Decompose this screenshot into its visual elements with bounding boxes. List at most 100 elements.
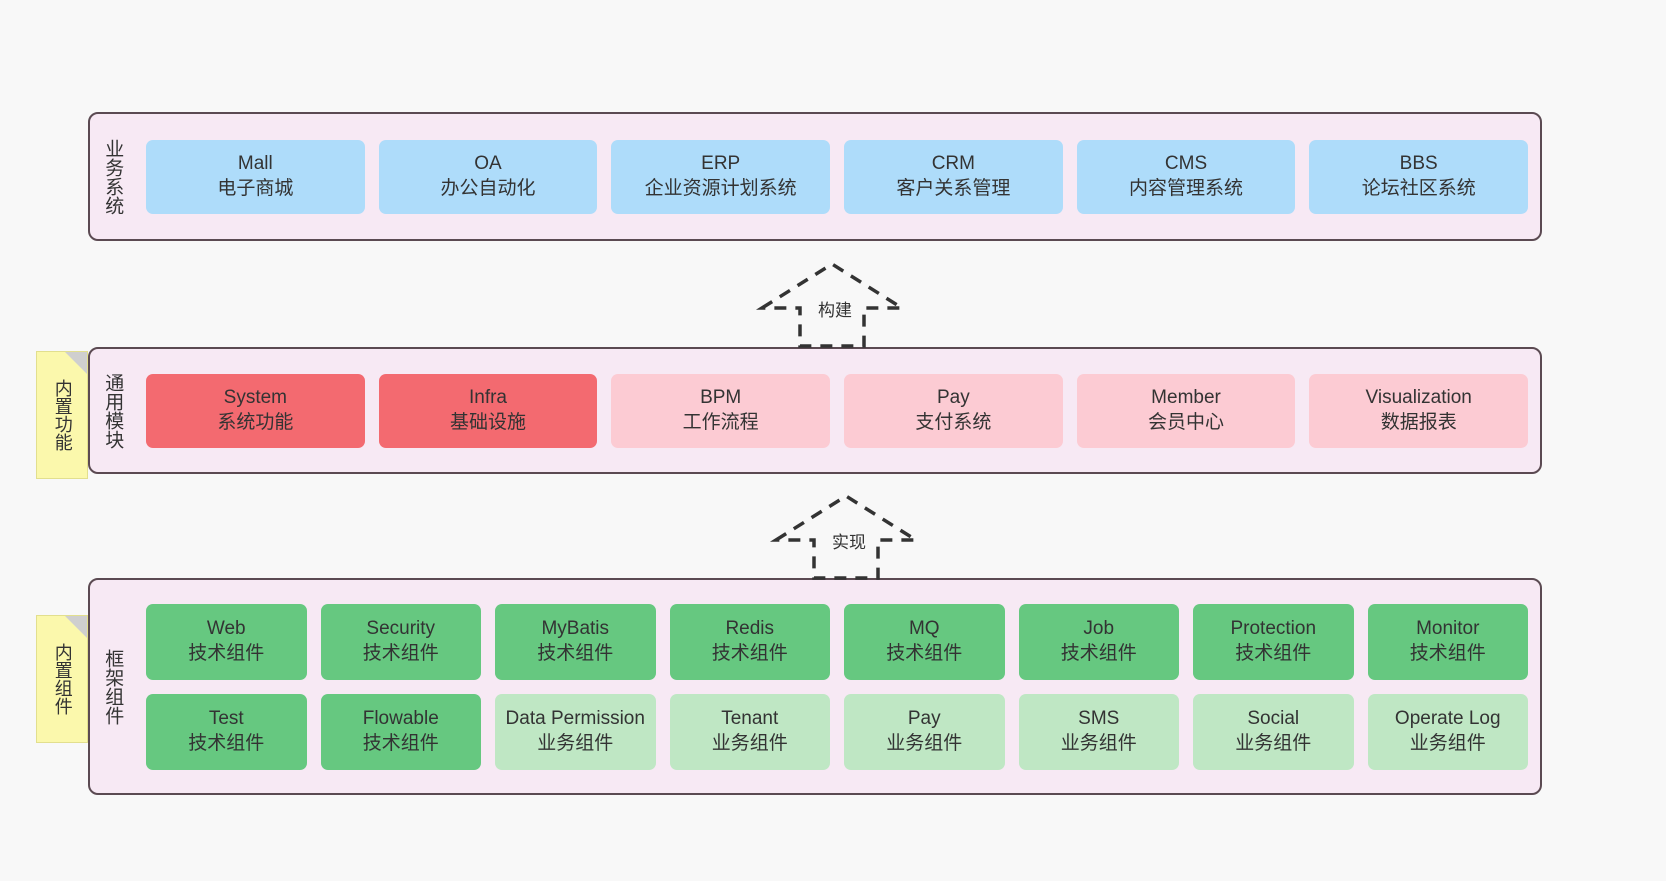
card-erp-cn: 企业资源计划系统 (644, 177, 797, 199)
card-flowable-cn: 技术组件 (362, 732, 439, 754)
card-security[interactable]: Security 技术组件 (320, 603, 481, 680)
card-mq-en: MQ (908, 618, 940, 640)
card-security-cn: 技术组件 (362, 642, 439, 664)
card-pay-module-cn: 支付系统 (915, 411, 992, 433)
card-monitor-cn: 技术组件 (1409, 642, 1486, 664)
layer-body-framework-component: Web 技术组件 Security 技术组件 MyBatis 技术组件 Redi… (134, 580, 1540, 793)
card-cms[interactable]: CMS 内容管理系统 (1076, 139, 1296, 214)
layer-title-business-system: 业务系统 (102, 138, 124, 215)
card-row-module-1: System 系统功能 Infra 基础设施 BPM 工作流程 Pay 支付系统… (146, 373, 1529, 448)
card-member-cn: 会员中心 (1148, 411, 1225, 433)
card-protection-cn: 技术组件 (1235, 642, 1312, 664)
card-tenant[interactable]: Tenant 业务组件 (669, 693, 830, 770)
card-social-cn: 业务组件 (1235, 732, 1312, 754)
card-mq-cn: 技术组件 (886, 642, 963, 664)
card-pay-module-en: Pay (936, 387, 970, 409)
arrow-implement: 实现 (766, 490, 926, 582)
card-job-cn: 技术组件 (1060, 642, 1137, 664)
card-bbs-en: BBS (1399, 153, 1438, 175)
note-builtin-functions-label: 内置功能 (52, 379, 73, 451)
arrow-build-label: 构建 (818, 301, 852, 320)
card-erp[interactable]: ERP 企业资源计划系统 (611, 139, 831, 214)
card-test[interactable]: Test 技术组件 (146, 693, 307, 770)
card-infra-cn: 基础设施 (450, 411, 527, 433)
layer-body-business-system: Mall 电子商城 OA 办公自动化 ERP 企业资源计划系统 CRM 客户关系… (134, 114, 1540, 239)
card-protection-en: Protection (1230, 618, 1317, 640)
card-pay-component-cn: 业务组件 (886, 732, 963, 754)
card-crm-en: CRM (931, 153, 975, 175)
arrow-implement-glyph (769, 493, 923, 580)
layer-framework-component: 框架组件 Web 技术组件 Security 技术组件 MyBatis 技术组件… (88, 578, 1542, 795)
card-social-en: Social (1247, 708, 1300, 730)
card-visualization-en: Visualization (1365, 387, 1472, 409)
layer-common-module: 通用模块 System 系统功能 Infra 基础设施 BPM 工作流程 Pay… (88, 347, 1542, 474)
card-redis-cn: 技术组件 (711, 642, 788, 664)
card-mq[interactable]: MQ 技术组件 (844, 603, 1005, 680)
card-pay-module[interactable]: Pay 支付系统 (844, 373, 1063, 448)
layer-title-framework-component: 框架组件 (102, 648, 124, 725)
card-monitor-en: Monitor (1416, 618, 1480, 640)
card-crm-cn: 客户关系管理 (896, 177, 1011, 199)
card-security-en: Security (366, 618, 436, 640)
card-sms-cn: 业务组件 (1060, 732, 1137, 754)
card-mybatis[interactable]: MyBatis 技术组件 (495, 603, 656, 680)
card-monitor[interactable]: Monitor 技术组件 (1367, 603, 1528, 680)
card-redis-en: Redis (725, 618, 775, 640)
card-operate-log[interactable]: Operate Log 业务组件 (1367, 693, 1528, 770)
card-operate-log-en: Operate Log (1394, 708, 1501, 730)
card-bbs[interactable]: BBS 论坛社区系统 (1309, 139, 1529, 214)
card-mybatis-en: MyBatis (541, 618, 610, 640)
card-bpm[interactable]: BPM 工作流程 (611, 373, 831, 448)
card-bpm-en: BPM (700, 387, 742, 409)
card-mybatis-cn: 技术组件 (537, 642, 614, 664)
card-test-en: Test (208, 708, 244, 730)
card-oa[interactable]: OA 办公自动化 (378, 139, 598, 214)
card-bbs-cn: 论坛社区系统 (1361, 177, 1476, 199)
note-builtin-components-label: 内置组件 (52, 643, 73, 715)
layer-business-system: 业务系统 Mall 电子商城 OA 办公自动化 ERP 企业资源计划系统 CRM… (88, 112, 1542, 241)
card-infra[interactable]: Infra 基础设施 (378, 373, 598, 448)
card-row-business-1: Mall 电子商城 OA 办公自动化 ERP 企业资源计划系统 CRM 客户关系… (146, 139, 1529, 214)
card-bpm-cn: 工作流程 (682, 411, 759, 433)
card-data-permission-en: Data Permission (505, 708, 645, 730)
card-oa-cn: 办公自动化 (440, 177, 536, 199)
card-visualization-cn: 数据报表 (1380, 411, 1457, 433)
card-row-framework-1: Web 技术组件 Security 技术组件 MyBatis 技术组件 Redi… (146, 603, 1528, 680)
card-mall[interactable]: Mall 电子商城 (146, 139, 365, 214)
card-oa-en: OA (474, 153, 502, 175)
card-operate-log-cn: 业务组件 (1409, 732, 1486, 754)
card-tenant-cn: 业务组件 (711, 732, 788, 754)
card-crm[interactable]: CRM 客户关系管理 (844, 139, 1063, 214)
card-member[interactable]: Member 会员中心 (1076, 373, 1296, 448)
card-sms[interactable]: SMS 业务组件 (1018, 693, 1179, 770)
card-job[interactable]: Job 技术组件 (1018, 603, 1179, 680)
card-tenant-en: Tenant (721, 708, 779, 730)
card-flowable-en: Flowable (362, 708, 439, 730)
card-test-cn: 技术组件 (188, 732, 265, 754)
layer-title-common-module: 通用模块 (102, 372, 124, 449)
card-data-permission-cn: 业务组件 (537, 732, 614, 754)
layer-body-common-module: System 系统功能 Infra 基础设施 BPM 工作流程 Pay 支付系统… (134, 349, 1540, 472)
card-social[interactable]: Social 业务组件 (1193, 693, 1354, 770)
card-visualization[interactable]: Visualization 数据报表 (1309, 373, 1529, 448)
card-web-en: Web (206, 618, 246, 640)
card-flowable[interactable]: Flowable 技术组件 (320, 693, 481, 770)
card-system[interactable]: System 系统功能 (146, 373, 365, 448)
card-cms-cn: 内容管理系统 (1129, 177, 1244, 199)
arrow-build: 构建 (752, 258, 912, 350)
note-builtin-functions: 内置功能 (36, 351, 88, 479)
card-redis[interactable]: Redis 技术组件 (669, 603, 830, 680)
card-protection[interactable]: Protection 技术组件 (1193, 603, 1354, 680)
card-web[interactable]: Web 技术组件 (146, 603, 307, 680)
card-infra-en: Infra (468, 387, 508, 409)
card-mall-en: Mall (237, 153, 273, 175)
card-pay-component-en: Pay (907, 708, 941, 730)
card-member-en: Member (1151, 387, 1221, 409)
card-web-cn: 技术组件 (188, 642, 265, 664)
card-system-en: System (223, 387, 288, 409)
card-data-permission[interactable]: Data Permission 业务组件 (495, 693, 656, 770)
note-builtin-components: 内置组件 (36, 615, 88, 743)
card-pay-component[interactable]: Pay 业务组件 (844, 693, 1005, 770)
card-mall-cn: 电子商城 (217, 177, 294, 199)
